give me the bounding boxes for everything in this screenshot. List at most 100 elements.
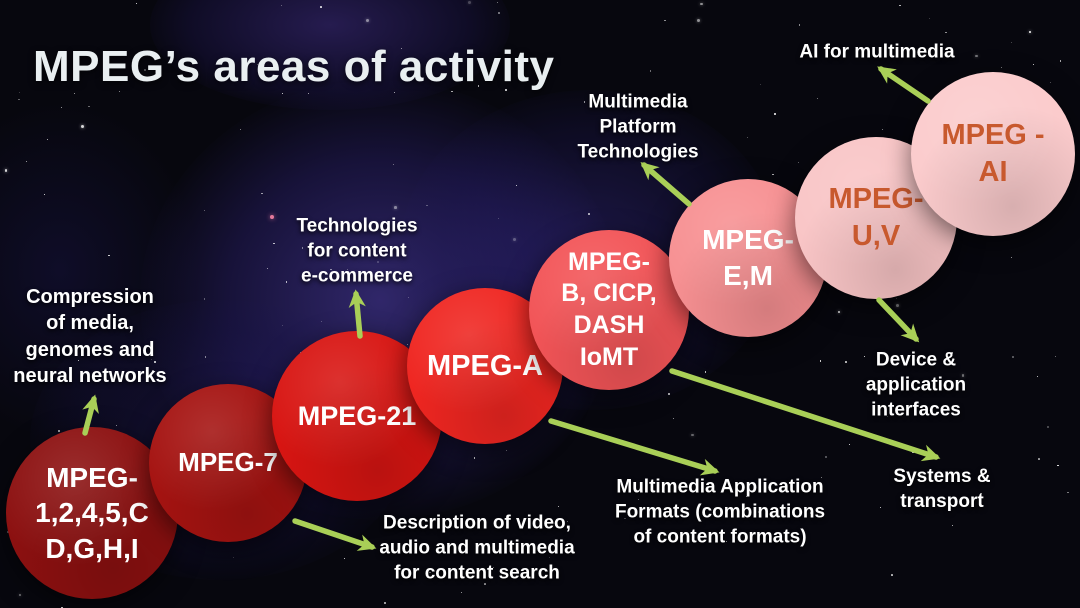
star (951, 524, 954, 527)
star (280, 4, 282, 7)
star (696, 18, 700, 23)
star (746, 496, 748, 498)
annotation-line: Platform (599, 116, 677, 138)
circle-label-line: U,V (851, 220, 901, 252)
star (1010, 256, 1013, 258)
star (845, 361, 847, 363)
circle-mpeg-ai: MPEG - AI (911, 72, 1075, 236)
star (980, 492, 982, 495)
star (26, 160, 28, 163)
star (1028, 31, 1031, 33)
star (343, 558, 346, 560)
star (1033, 63, 1035, 65)
annotation-line: interfaces (871, 399, 961, 421)
star (863, 355, 865, 357)
star (819, 360, 821, 362)
star (1067, 491, 1069, 494)
star (699, 2, 703, 6)
star (429, 571, 431, 573)
circle-label-line: AI (978, 156, 1008, 188)
star (891, 574, 893, 576)
star (746, 137, 748, 139)
circle-label-line: D,G,H,I (45, 532, 139, 564)
star (484, 583, 486, 585)
star (136, 2, 138, 5)
star (1000, 67, 1002, 69)
star (638, 499, 640, 500)
star (300, 76, 303, 79)
star (87, 373, 89, 375)
annotation-line: of content formats) (633, 526, 807, 548)
star (106, 379, 109, 382)
star (256, 63, 259, 65)
star (127, 380, 128, 382)
annotation-ai: AI for multimedia (799, 39, 954, 64)
star (1011, 355, 1014, 358)
star (18, 98, 20, 101)
star (950, 351, 953, 354)
annotation-line: neural networks (13, 365, 167, 388)
star (961, 374, 965, 377)
star (46, 139, 49, 141)
star (460, 591, 462, 593)
star (726, 541, 728, 543)
star (4, 169, 8, 172)
star (384, 601, 387, 604)
star (77, 359, 79, 361)
star (1057, 464, 1059, 467)
circle-label-line: MPEG- (46, 461, 138, 493)
star (928, 17, 930, 19)
annotation-line: audio and multimedia (379, 537, 575, 559)
star (468, 0, 472, 4)
star (649, 70, 651, 72)
star (567, 520, 568, 522)
star (663, 492, 665, 494)
annotation-line: e-commerce (301, 265, 413, 287)
annotation-systems: Systems &transport (893, 464, 990, 514)
star (43, 193, 45, 195)
star (882, 128, 884, 131)
star (119, 90, 121, 92)
annotation-line: Multimedia (588, 91, 688, 113)
star (879, 506, 882, 509)
annotation-description: Description of video,audio and multimedi… (379, 510, 574, 585)
star (759, 84, 761, 86)
annotation-line: Multimedia Application (616, 476, 824, 498)
annotation-line: Systems & (893, 465, 991, 487)
star (899, 5, 901, 7)
star (401, 48, 403, 50)
star (624, 517, 626, 519)
annotation-line: Device & (875, 349, 957, 371)
star (19, 593, 22, 596)
annotation-line: genomes and (25, 339, 155, 361)
star (771, 173, 774, 176)
annotation-line: of media, (46, 312, 134, 335)
star (548, 556, 550, 558)
star (61, 107, 63, 109)
annotation-line: application (865, 374, 967, 396)
star (1059, 60, 1062, 62)
star (88, 105, 90, 108)
star (1038, 458, 1040, 460)
star (820, 476, 822, 478)
star (797, 161, 800, 164)
annotation-line: for content search (394, 562, 560, 584)
page-title: MPEG’s areas of activity (33, 42, 555, 91)
star (144, 69, 146, 72)
star (810, 511, 813, 514)
star (1011, 42, 1012, 44)
circle-label-line: 1,2,4,5,C (35, 497, 149, 529)
annotation-device: Device & application interfaces (866, 347, 966, 422)
annotation-line: AI for multimedia (799, 41, 955, 63)
circle-label-line: MPEG - (941, 119, 1045, 152)
annotation-line: for content (307, 240, 407, 262)
star (1036, 376, 1038, 378)
star (817, 97, 819, 99)
circle-label-line: MPEG- (828, 183, 924, 216)
star (837, 310, 840, 314)
star (774, 112, 776, 115)
star (664, 19, 666, 21)
